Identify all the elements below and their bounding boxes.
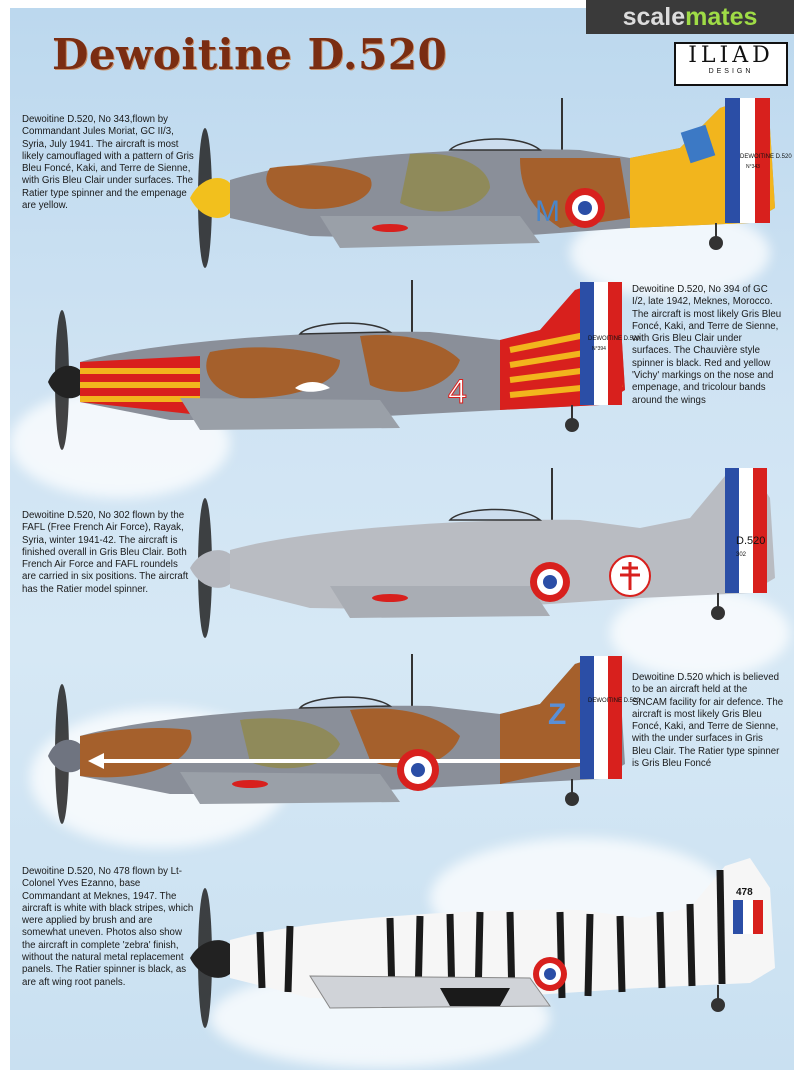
decal-sheet: Dewoitine D.520 ILIAD DESIGN Dewoitine D…	[10, 8, 794, 1070]
logo-subtitle: DESIGN	[708, 68, 754, 75]
cloud-shape	[610, 588, 790, 678]
watermark-part-mates: mates	[685, 3, 758, 31]
watermark-part-scale: scale	[622, 3, 686, 31]
aircraft-code-letter: M	[535, 195, 560, 228]
caption-aircraft-5: Dewoitine D.520, No 478 flown by Lt-Colo…	[22, 866, 194, 988]
logo-wordmark: ILIAD	[688, 43, 774, 68]
iliad-design-logo: ILIAD DESIGN	[674, 42, 788, 86]
caption-aircraft-4: Dewoitine D.520 which is believed to be …	[632, 672, 784, 770]
tail-marking-text: DEWOITINE D.520	[740, 154, 792, 160]
aircraft-code-number: 4	[448, 373, 467, 411]
tail-serial-text: 478	[736, 887, 753, 898]
tail-serial-text: N°394	[592, 346, 606, 352]
scalemates-watermark: scalemates	[586, 0, 794, 34]
tail-marking-text: DEWOITINE D.520	[588, 698, 640, 704]
tail-serial-text: 302	[736, 552, 747, 558]
tail-marking-text: DEWOITINE D.520	[588, 336, 640, 342]
caption-aircraft-3: Dewoitine D.520, No 302 flown by the FAF…	[22, 510, 189, 595]
aircraft-5-profile: 478	[190, 858, 775, 1028]
caption-aircraft-1: Dewoitine D.520, No 343,flown by Command…	[22, 114, 194, 212]
aircraft-code-letter: Z	[548, 698, 566, 731]
tail-serial-text: N°343	[746, 164, 760, 170]
aircraft-2-profile: 4 DEWOITINE D.520 N°394	[48, 280, 640, 450]
aircraft-1-profile: M DEWOITINE D.520 N°343	[190, 98, 792, 268]
aircraft-3-profile: D.520 302	[190, 468, 775, 638]
page-title: Dewoitine D.520	[52, 30, 448, 79]
caption-aircraft-2: Dewoitine D.520, No 394 of GC I/2, late …	[632, 284, 782, 406]
aircraft-4-profile: Z DEWOITINE D.520	[48, 654, 640, 824]
tail-marking-text: D.520	[736, 535, 765, 547]
